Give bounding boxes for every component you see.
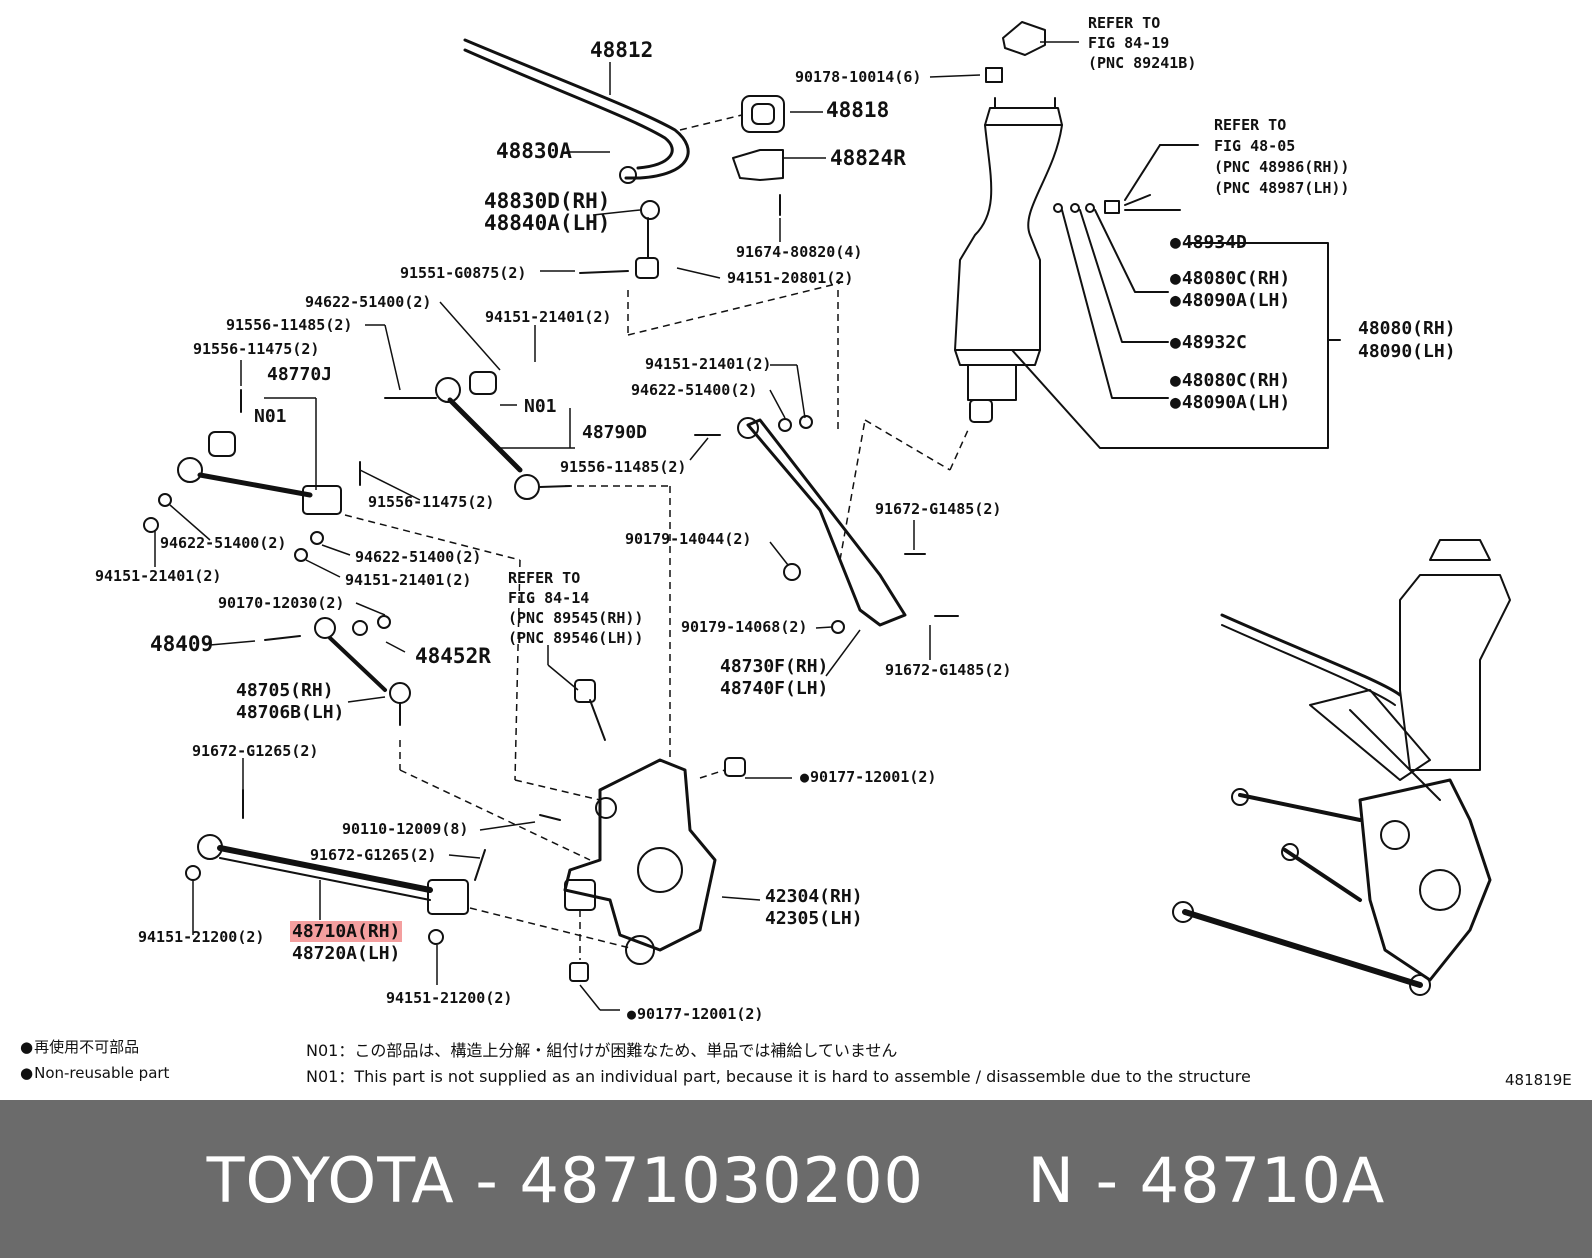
callout-94151-21401-center: 94151-21401(2) <box>345 571 472 589</box>
refer-84-14-line2: FIG 84-14 <box>508 589 590 607</box>
refer-84-19-line3: (PNC 89241B) <box>1088 54 1197 72</box>
callout-91556-11475-top: 91556-11475(2) <box>193 340 320 358</box>
callout-94151-21200-b: 94151-21200(2) <box>386 989 513 1007</box>
parts-diagram: 48812 48818 48830A 48824R 48830D(RH) 488… <box>0 0 1592 1100</box>
callout-48080c-rh-a: 48080C(RH) <box>1170 270 1290 288</box>
callout-48090a-lh-a: 48090A(LH) <box>1170 292 1290 310</box>
callout-48090-lh: 48090(LH) <box>1358 341 1456 362</box>
callout-91672-g1265-a: 91672-G1265(2) <box>192 742 319 760</box>
callout-94622-51400-center: 94622-51400(2) <box>355 548 482 566</box>
callout-48706b-lh: 48706B(LH) <box>236 702 345 723</box>
refer-84-19-line2: FIG 84-19 <box>1088 34 1170 52</box>
banner-pnc: N - 48710A <box>1027 1144 1386 1217</box>
callout-48934d: 48934D <box>1170 234 1247 252</box>
refer-48-05-line4: (PNC 48987(LH)) <box>1214 179 1350 197</box>
refer-48-05-line1: REFER TO <box>1214 116 1287 134</box>
legend-en: Non-reusable part <box>20 1066 169 1081</box>
refer-84-14-line4: (PNC 89546(LH)) <box>508 629 644 647</box>
callout-91551-g0875: 91551-G0875(2) <box>400 264 527 282</box>
banner-brand: TOYOTA <box>206 1144 455 1217</box>
callout-48812: 48812 <box>590 38 654 62</box>
callout-94151-21401-mid: 94151-21401(2) <box>645 355 772 373</box>
note-n01-jp: N01：この部品は、構造上分解・組付けが困難なため、単品では補給していません <box>306 1041 898 1060</box>
callout-91556-11475-mid: 91556-11475(2) <box>368 493 495 511</box>
refer-48-05-line3: (PNC 48986(RH)) <box>1214 158 1350 176</box>
callout-91556-11485-top: 91556-11485(2) <box>226 316 353 334</box>
callout-91556-11485-mid: 91556-11485(2) <box>560 458 687 476</box>
highlighted-part-48710a-rh: 48710A(RH) <box>290 921 403 942</box>
callout-91674-80820: 91674-80820(4) <box>736 243 863 261</box>
callout-94151-21200-a: 94151-21200(2) <box>138 928 265 946</box>
callout-90178-10014: 90178-10014(6) <box>795 68 922 86</box>
callout-91672-g1265-b: 91672-G1265(2) <box>310 846 437 864</box>
banner-separator: - <box>454 1144 520 1217</box>
callout-90170-12030: 90170-12030(2) <box>218 594 345 612</box>
callout-94622-51400-mid: 94622-51400(2) <box>631 381 758 399</box>
callout-48770j: 48770J <box>267 364 333 385</box>
callout-48830d-rh: 48830D(RH) <box>484 189 611 213</box>
callout-48409: 48409 <box>150 632 214 656</box>
figure-id: 481819E <box>1505 1071 1572 1089</box>
diagram-drawing <box>143 21 1511 1011</box>
part-number-banner: TOYOTA - 4871030200 N - 48710A <box>0 1100 1592 1258</box>
callout-48710a-rh: 48710A(RH) <box>290 921 403 942</box>
callout-91672-g1485-b: 91672-G1485(2) <box>885 661 1012 679</box>
refer-84-14-line3: (PNC 89545(RH)) <box>508 609 644 627</box>
callout-n01-a: N01 <box>254 406 287 427</box>
refer-84-14-line1: REFER TO <box>508 569 581 587</box>
refer-48-05-line2: FIG 48-05 <box>1214 137 1296 155</box>
callout-90177-12001-b: 90177-12001(2) <box>627 1007 763 1022</box>
callout-94622-51400-top: 94622-51400(2) <box>305 293 432 311</box>
callout-48790d: 48790D <box>582 422 648 443</box>
callout-48932c: 48932C <box>1170 334 1247 352</box>
callout-42305-lh: 42305(LH) <box>765 908 863 929</box>
callout-48080-rh: 48080(RH) <box>1358 318 1456 339</box>
callout-90177-12001-a: 90177-12001(2) <box>800 770 936 785</box>
callout-48452r: 48452R <box>415 644 491 668</box>
note-n01-en: N01：This part is not supplied as an indi… <box>306 1067 1251 1086</box>
legend-jp: 再使用不可部品 <box>20 1040 139 1055</box>
callout-91672-g1485-a: 91672-G1485(2) <box>875 500 1002 518</box>
callout-48740f-lh: 48740F(LH) <box>720 678 829 699</box>
callout-42304-rh: 42304(RH) <box>765 886 863 907</box>
callout-48080c-rh-b: 48080C(RH) <box>1170 372 1290 390</box>
callout-48090a-lh-b: 48090A(LH) <box>1170 394 1290 412</box>
callout-48730f-rh: 48730F(RH) <box>720 656 829 677</box>
callout-90179-14044: 90179-14044(2) <box>625 530 752 548</box>
refer-84-19-line1: REFER TO <box>1088 14 1161 32</box>
banner-text: TOYOTA - 4871030200 N - 48710A <box>0 1144 1592 1217</box>
callout-48720a-lh: 48720A(LH) <box>292 943 401 964</box>
callout-94622-51400-left: 94622-51400(2) <box>160 534 287 552</box>
callout-90110-12009: 90110-12009(8) <box>342 820 469 838</box>
callout-48705-rh: 48705(RH) <box>236 680 334 701</box>
callout-48818: 48818 <box>826 98 890 122</box>
callout-90179-14068: 90179-14068(2) <box>681 618 808 636</box>
callout-48830a: 48830A <box>496 139 572 163</box>
callout-94151-21401-left: 94151-21401(2) <box>95 567 222 585</box>
callout-48824r: 48824R <box>830 146 906 170</box>
banner-part-number: 4871030200 <box>519 1144 924 1217</box>
callout-n01-b: N01 <box>524 396 557 417</box>
callout-48840a-lh: 48840A(LH) <box>484 211 611 235</box>
callout-94151-21401-top: 94151-21401(2) <box>485 308 612 326</box>
callout-94151-20801: 94151-20801(2) <box>727 269 854 287</box>
